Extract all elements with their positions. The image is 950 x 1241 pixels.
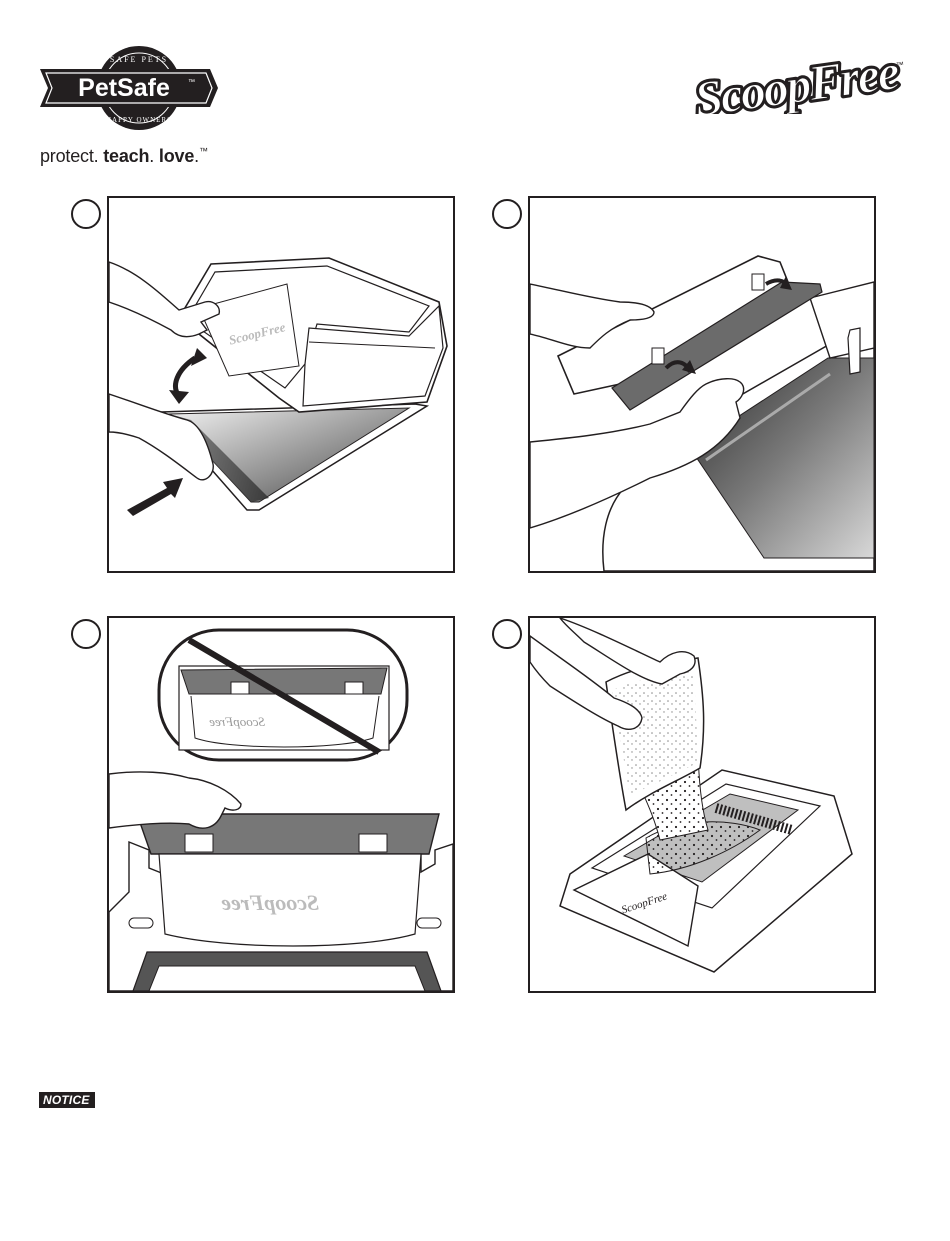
logo-arc-bottom: HAPPY OWNERS [106,116,172,124]
logo-brand: PetSafe [78,74,170,102]
inset-scoopfree-label: ScoopFree [209,714,265,729]
tray-scoopfree-label: ScoopFree [221,890,319,915]
petsafe-logo: SAFE PETS HAPPY OWNERS PetSafe ™ [38,40,220,138]
svg-text:ScoopFree: ScoopFree [691,46,903,114]
logo-arc-top: SAFE PETS [110,55,168,64]
tagline-love: love [159,146,194,166]
step-4-marker [492,619,522,649]
tray-lid-check-illustration: ScoopFree ScoopFree [109,618,453,991]
tagline: protect. teach. love.™ [40,146,208,167]
step-1-marker [71,199,101,229]
notice-label: NOTICE [39,1092,95,1108]
panel-3: ScoopFree ScoopFree [107,616,455,993]
rake-cover-illustration [530,198,874,571]
panel-1: ScoopFree [107,196,455,573]
logo-brand-tm: ™ [188,79,195,86]
scoopfree-logo: ScoopFree ScoopFree ™ [688,46,913,114]
litter-pour-illustration: ScoopFree [530,618,874,991]
tagline-teach: teach [103,146,149,166]
tagline-protect: protect. [40,146,98,166]
step-3-marker [71,619,101,649]
tray-insertion-illustration: ScoopFree [109,198,453,571]
tagline-tm: ™ [199,146,208,156]
scoopfree-tm: ™ [895,60,904,70]
panel-2 [528,196,876,573]
step-2-marker [492,199,522,229]
panel-4: ScoopFree [528,616,876,993]
